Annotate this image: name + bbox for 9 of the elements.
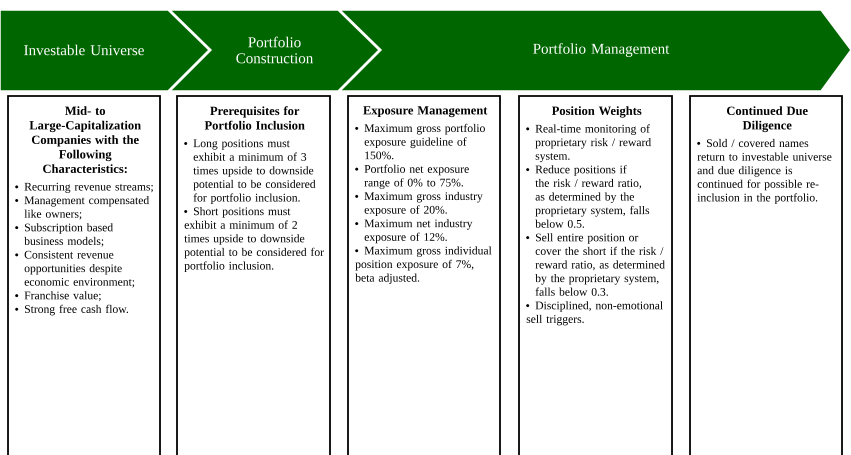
chevron-banner: Investable Universe bbox=[0, 9, 210, 92]
text-box: Position Weights Real-time monitoring of proprietary risk / reward system. Reduce positions if the risk / reward ratio, as determined by the proprietary system, falls below 0.5. Sell entire position or cover the short if the risk / reward ratio, as determined by the proprietary system, falls below 0.3. Disciplined, non-emotional sell triggers. bbox=[518, 95, 673, 455]
node-label: Portfolio Management bbox=[533, 43, 670, 57]
text-box: Continued Due Diligence Sold / covered names return to investable universe and due diligence is continued for possible re-inclusion in the portfolio. bbox=[689, 95, 843, 455]
text-box: Prerequisites for Portfolio Inclusion Long positions must exhibit a minimum of 3 times upside to downside potential to be considered for portfolio inclusion. Short positions must exhibit a minimum of 2 times upside to downside potential to be considered for portfolio inclusion. bbox=[176, 95, 331, 455]
chevron-banner: Portfolio Management bbox=[338, 9, 851, 92]
text-box: Mid- to Large-Capitalization Companies with the Following Characteristics: Recurring revenue streams; Management compensated like owners; Subscription based business models; Consistent revenue opportunities despite economic environment; Franchise value; Strong free cash flow. bbox=[7, 95, 161, 455]
text-box: Exposure Management Maximum gross portfolio exposure guideline of 150%. Portfolio net exposure range of 0% to 75%. Maximum gross industry exposure of 20%. Maximum net industry exposure of 12%. Maximum gross individual position exposure of 7%, beta adjusted. bbox=[347, 95, 501, 455]
chevron-banner: Portfolio Construction bbox=[168, 9, 380, 92]
